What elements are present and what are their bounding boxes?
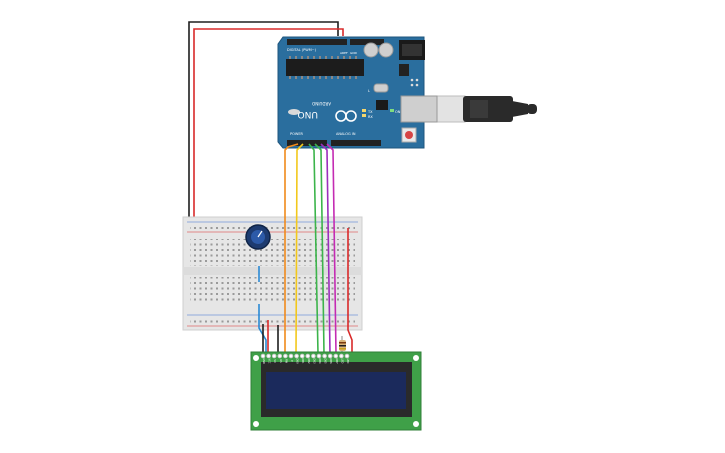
wire-purple-db6[interactable] xyxy=(320,143,331,355)
usb-cable[interactable] xyxy=(436,95,537,123)
wire-magenta-db7[interactable] xyxy=(326,143,337,355)
lcd-pin[interactable] xyxy=(283,353,288,359)
board-brand-text: ARDUINO xyxy=(312,101,331,106)
tx-label: TX xyxy=(367,110,373,114)
lcd-pin-label: RW xyxy=(284,359,287,364)
lcd-pin[interactable] xyxy=(339,353,344,359)
lcd-pin-label: DB3 xyxy=(312,358,315,363)
wire-yellow-e[interactable] xyxy=(295,143,304,355)
lcd-pin[interactable] xyxy=(344,353,350,359)
arduino-uno-board[interactable]: UNO ARDUINO DIGITAL (PWM~) POWER ANALOG … xyxy=(277,36,438,149)
wire-red-5v[interactable] xyxy=(193,28,344,230)
lcd-pin-label: LED xyxy=(346,359,349,364)
lcd-pin[interactable] xyxy=(333,353,339,359)
lcd-pin[interactable] xyxy=(271,353,277,359)
lcd-pin-label: DB0 xyxy=(296,358,299,363)
lcd-pin[interactable] xyxy=(327,353,333,359)
lcd-pin[interactable] xyxy=(260,353,266,359)
aref-label: AREF xyxy=(340,51,348,55)
lcd-pin[interactable] xyxy=(266,353,271,359)
lcd-pin-label: DB6 xyxy=(329,358,332,363)
board-logo-text: UNO xyxy=(298,109,318,119)
lcd-pin[interactable] xyxy=(288,353,294,359)
rx-label: RX xyxy=(368,115,373,119)
lcd-pin[interactable] xyxy=(277,353,283,359)
lcd-pin-label: DB5 xyxy=(324,358,327,363)
on-led-label: ON xyxy=(395,110,401,114)
lcd-pin[interactable] xyxy=(316,353,322,359)
lcd-pin-label: DB2 xyxy=(307,358,310,363)
arduino-logo-icon xyxy=(335,110,357,122)
lcd-pin[interactable] xyxy=(305,353,311,359)
digital-label: DIGITAL (PWM~) xyxy=(287,48,317,52)
analog-header xyxy=(331,140,381,146)
power-header xyxy=(287,140,327,146)
lcd-pin-label: V0 xyxy=(273,359,276,363)
lcd-pin-label: DB1 xyxy=(301,358,304,363)
breadboard[interactable] xyxy=(182,216,363,331)
wire-orange-rs[interactable] xyxy=(284,143,299,354)
lcd-pin[interactable] xyxy=(311,353,316,359)
lcd-16x2-display[interactable] xyxy=(250,351,422,431)
lcd-pin-label: VCC xyxy=(268,359,271,364)
wire-green-db4[interactable] xyxy=(308,143,319,355)
usb-port xyxy=(400,95,438,123)
digital-header xyxy=(287,39,347,45)
analog-label: ANALOG IN xyxy=(336,132,356,136)
gnd-label: GND xyxy=(350,51,358,55)
atmega-chip xyxy=(286,59,364,76)
lcd-pin-label: RS xyxy=(279,359,282,363)
lcd-screen xyxy=(266,372,406,409)
lcd-pin-label: LED xyxy=(340,359,343,364)
lcd-pin-label: DB4 xyxy=(318,358,321,363)
power-label: POWER xyxy=(290,132,304,136)
l-label: L xyxy=(368,89,370,93)
wire-green-db5[interactable] xyxy=(314,143,325,355)
lcd-pin-label: GND xyxy=(262,358,265,364)
lcd-pin[interactable] xyxy=(294,353,299,359)
lcd-pin[interactable] xyxy=(322,353,327,359)
potentiometer-knob[interactable] xyxy=(245,224,271,250)
lcd-pin[interactable] xyxy=(299,353,305,359)
capacitor-icon xyxy=(363,42,379,58)
resistor[interactable] xyxy=(339,336,346,354)
lcd-pin-label: DB7 xyxy=(335,358,338,363)
wire-red-led[interactable] xyxy=(347,228,353,354)
lcd-pin-label: E xyxy=(290,360,293,362)
